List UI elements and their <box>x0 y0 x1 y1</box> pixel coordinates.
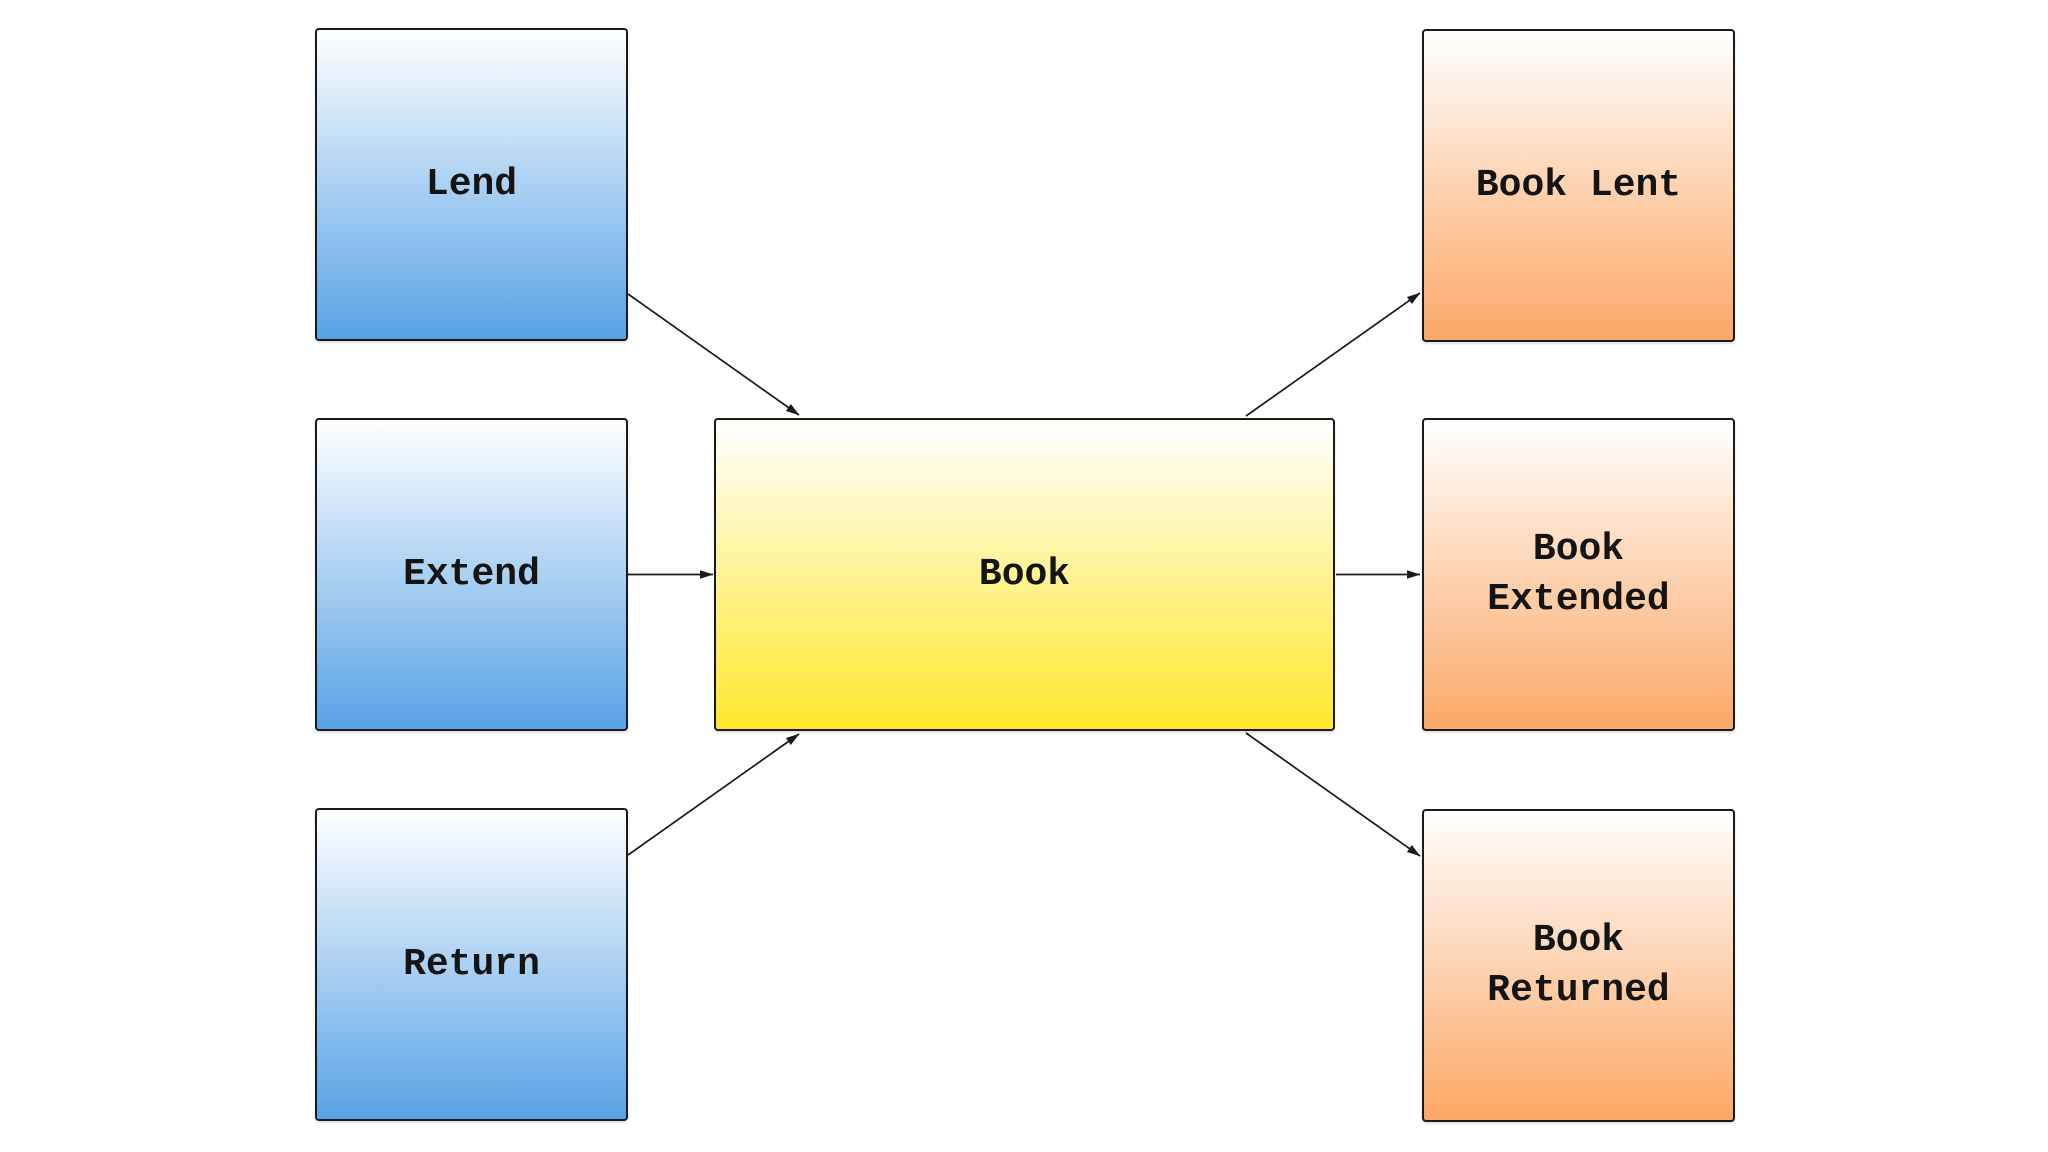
node-extend: Extend <box>315 418 628 731</box>
node-book-returned-label: Book Returned <box>1487 919 1670 1012</box>
node-return-label: Return <box>403 942 540 986</box>
node-extend-label: Extend <box>403 552 540 596</box>
edge-return-to-book <box>627 733 800 856</box>
node-book-extended: Book Extended <box>1422 418 1735 731</box>
node-book-lent: Book Lent <box>1422 29 1735 342</box>
edge-lend-to-book <box>627 293 800 416</box>
node-book-lent-label: Book Lent <box>1475 163 1682 207</box>
node-book: Book <box>714 418 1335 731</box>
node-lend: Lend <box>315 28 628 341</box>
node-book-extended-label: Book Extended <box>1487 528 1670 621</box>
node-book-returned: Book Returned <box>1422 809 1735 1122</box>
edge-book-to-book-lent <box>1245 292 1421 417</box>
node-book-label: Book <box>978 552 1071 596</box>
edge-book-to-book-returned <box>1245 732 1421 857</box>
node-lend-label: Lend <box>425 162 518 206</box>
node-return: Return <box>315 808 628 1121</box>
